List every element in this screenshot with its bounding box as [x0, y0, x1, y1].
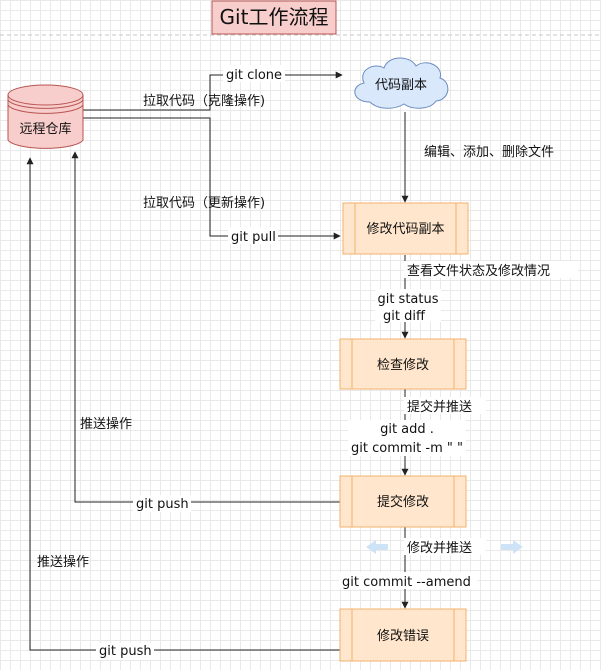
- label-pull-update: 拉取代码（更新操作): [143, 195, 265, 211]
- node-code-copy-label: 代码副本: [375, 78, 427, 93]
- edge-pull: [83, 117, 341, 240]
- label-git-push-1: git push: [136, 497, 189, 512]
- label-submit-push: 提交并推送: [407, 399, 472, 415]
- edge-push-2: [26, 157, 340, 651]
- node-fix-label: 修改错误: [377, 629, 429, 644]
- label-fix-push: 修改并推送: [407, 541, 472, 556]
- faint-arrow-right-icon: [501, 540, 523, 554]
- faint-arrows: [366, 540, 523, 554]
- label-push-op-1: 推送操作: [80, 416, 132, 432]
- faint-arrow-left-icon: [366, 540, 388, 554]
- node-check-label: 检查修改: [377, 358, 429, 373]
- node-modify-label: 修改代码副本: [366, 222, 444, 237]
- node-modify-copy[interactable]: 修改代码副本: [342, 202, 469, 255]
- node-remote-repo[interactable]: 远程仓库: [7, 84, 84, 149]
- title: Git工作流程: [211, 0, 337, 35]
- label-git-clone: git clone: [226, 68, 282, 83]
- node-fix-errors[interactable]: 修改错误: [339, 608, 467, 662]
- label-git-diff: git diff: [383, 309, 426, 324]
- label-git-add: git add .: [380, 422, 434, 437]
- node-code-copy[interactable]: 代码副本: [354, 57, 449, 109]
- label-view-status: 查看文件状态及修改情况: [407, 263, 550, 279]
- node-check-changes[interactable]: 检查修改: [339, 338, 467, 390]
- label-edit-files: 编辑、添加、删除文件: [424, 145, 554, 160]
- node-commit-changes[interactable]: 提交修改: [339, 475, 467, 528]
- label-git-amend: git commit --amend: [342, 575, 471, 590]
- label-push-op-2: 推送操作: [37, 554, 89, 570]
- edge-push-1: [71, 151, 340, 503]
- label-git-status: git status: [377, 292, 438, 307]
- node-commit-label: 提交修改: [377, 494, 429, 510]
- label-git-commit: git commit -m " ": [351, 441, 463, 456]
- node-remote-label: 远程仓库: [19, 121, 71, 137]
- label-git-push-2: git push: [99, 644, 152, 659]
- title-text: Git工作流程: [220, 5, 329, 29]
- label-git-pull: git pull: [231, 230, 276, 245]
- label-pull-clone: 拉取代码（克隆操作): [143, 93, 265, 109]
